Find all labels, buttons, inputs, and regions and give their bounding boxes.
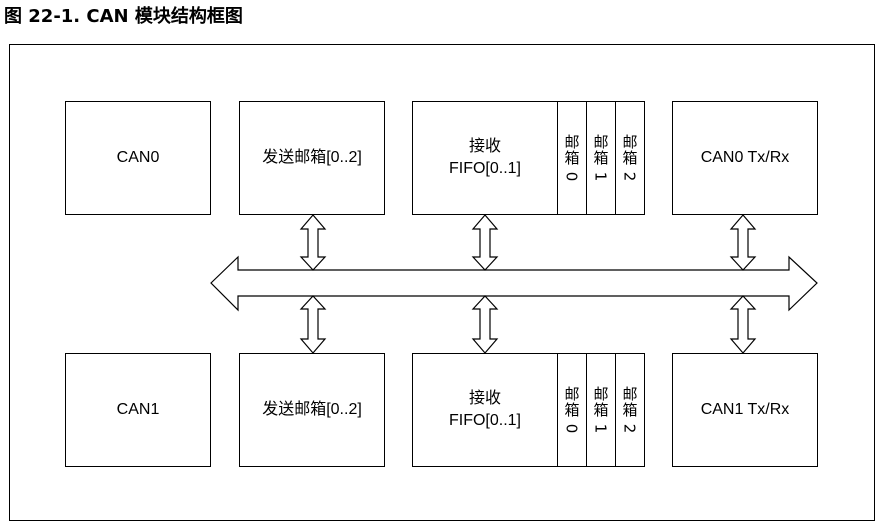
tx-mailbox-label: 发送邮箱[0..2] — [262, 149, 362, 166]
rx-fifo-label-line1: 接收 — [468, 138, 501, 155]
rx-mailbox-1: 邮箱 1 — [586, 101, 616, 215]
can1-txrx-block: CAN1 Tx/Rx — [672, 353, 818, 467]
connector-lower-txrx — [729, 295, 757, 354]
rx-mailbox-2: 邮箱 2 — [615, 101, 645, 215]
rx-mailbox-label: 邮箱 1 — [591, 385, 610, 435]
rx-mailbox-1: 邮箱 1 — [586, 353, 616, 467]
can1-label: CAN1 — [116, 401, 160, 418]
rx-fifo-label-line2: FIFO[0..1] — [448, 160, 521, 177]
rx-mailbox-2: 邮箱 2 — [615, 353, 645, 467]
can1-txrx-label: CAN1 Tx/Rx — [700, 401, 790, 418]
tx-mailbox-block-0: 发送邮箱[0..2] — [239, 101, 385, 215]
rx-fifo-label-line2: FIFO[0..1] — [448, 412, 521, 429]
rx-mailbox-label: 邮箱 0 — [562, 385, 581, 435]
rx-mailbox-0: 邮箱 0 — [557, 353, 587, 467]
rx-mailbox-label: 邮箱 1 — [591, 133, 610, 183]
rx-fifo-block-0: 接收 FIFO[0..1] — [412, 101, 558, 215]
can0-txrx-block: CAN0 Tx/Rx — [672, 101, 818, 215]
diagram-frame — [9, 44, 875, 521]
connector-lower-tx — [299, 295, 327, 354]
rx-mailbox-label: 邮箱 2 — [620, 385, 639, 435]
rx-fifo-block-1: 接收 FIFO[0..1] — [412, 353, 558, 467]
rx-mailbox-0: 邮箱 0 — [557, 101, 587, 215]
figure-title: 图 22-1. CAN 模块结构框图 — [4, 6, 243, 27]
rx-fifo-label-line1: 接收 — [468, 390, 501, 407]
can-bus-arrow — [210, 255, 818, 312]
rx-mailbox-label: 邮箱 2 — [620, 133, 639, 183]
connector-upper-txrx — [729, 214, 757, 271]
can0-txrx-label: CAN0 Tx/Rx — [700, 149, 790, 166]
can0-block: CAN0 — [65, 101, 211, 215]
can0-label: CAN0 — [116, 149, 160, 166]
tx-mailbox-block-1: 发送邮箱[0..2] — [239, 353, 385, 467]
connector-upper-tx — [299, 214, 327, 271]
connector-upper-fifo — [471, 214, 499, 271]
can1-block: CAN1 — [65, 353, 211, 467]
rx-mailbox-label: 邮箱 0 — [562, 133, 581, 183]
tx-mailbox-label: 发送邮箱[0..2] — [262, 401, 362, 418]
connector-lower-fifo — [471, 295, 499, 354]
